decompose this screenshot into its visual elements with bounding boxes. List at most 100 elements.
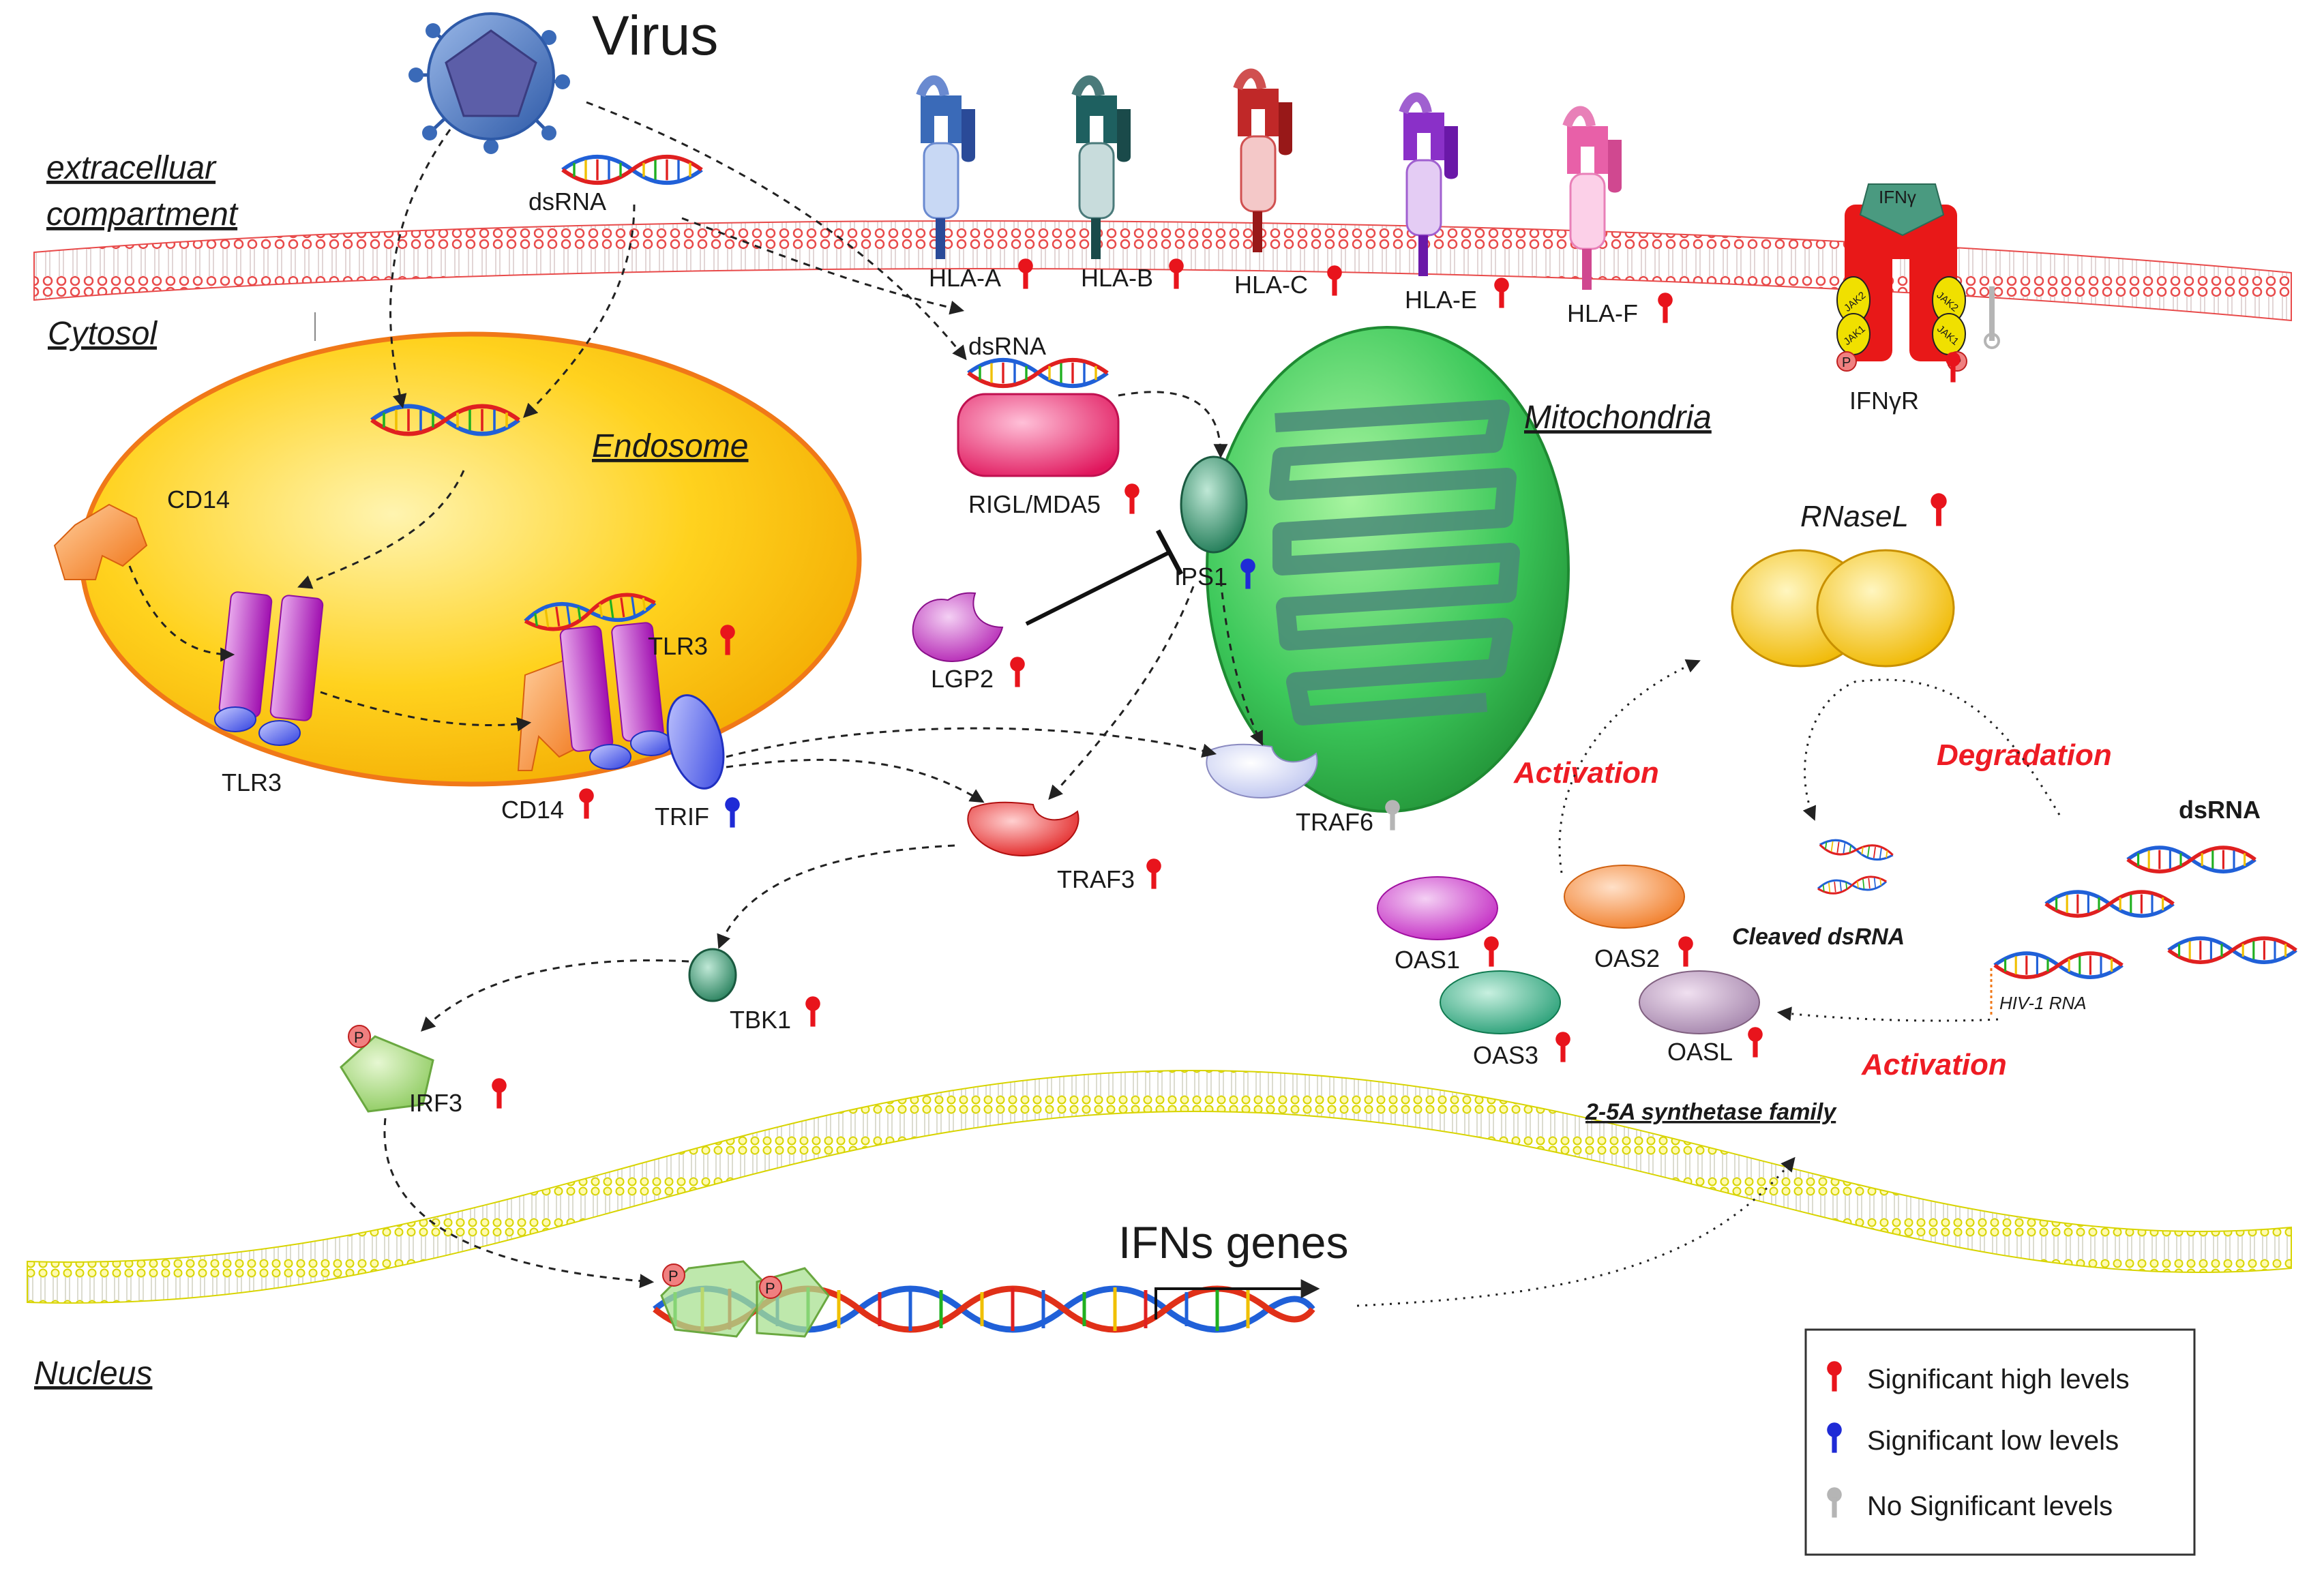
lgp2-label: LGP2 <box>931 665 994 693</box>
traf6-none-marker <box>1385 800 1400 831</box>
traf6-label: TRAF6 <box>1296 808 1373 836</box>
ifn-gene-dna: P P <box>653 1260 1320 1338</box>
hla-e-high-marker <box>1494 278 1509 308</box>
oas3-high-marker <box>1555 1032 1570 1062</box>
legend-high-label: Significant high levels <box>1867 1364 2130 1394</box>
plasma-membrane <box>33 220 2292 322</box>
legend-low-label: Significant low levels <box>1867 1426 2119 1456</box>
tlr3-right-label: TLR3 <box>648 632 708 660</box>
oasl-high-marker <box>1748 1027 1763 1058</box>
dna-p-label-2: P <box>765 1280 775 1297</box>
cd14-bottom-label: CD14 <box>501 796 564 824</box>
hla-c-label: HLA-C <box>1234 271 1308 299</box>
rigl-mda5 <box>957 393 1120 477</box>
dsrna-cluster <box>1990 848 2296 1016</box>
trif-low-marker <box>725 797 740 828</box>
hla-b-receptor <box>1071 75 1131 259</box>
hla-a-high-marker <box>1018 258 1033 289</box>
dsrna-helix-rig <box>968 360 1107 386</box>
extracellular-label-2: compartment <box>46 196 239 233</box>
mitochondria-label: Mitochondria <box>1524 400 1712 436</box>
tbk1-high-marker <box>805 996 820 1027</box>
oas3 <box>1440 970 1561 1034</box>
endosome <box>79 331 862 787</box>
trif-label: TRIF <box>655 803 709 831</box>
lgp2 <box>912 592 1004 662</box>
traf3 <box>967 801 1079 857</box>
ifns-genes-label: IFNs genes <box>1118 1217 1348 1268</box>
nuclear-membrane <box>27 1069 2292 1304</box>
oas1-label: OAS1 <box>1395 946 1460 974</box>
oas1-high-marker <box>1484 936 1499 967</box>
hla-f-high-marker <box>1658 293 1673 323</box>
irf3 <box>340 1035 434 1113</box>
activation-bottom-label: Activation <box>1861 1048 2007 1081</box>
hla-a-receptor <box>916 75 975 259</box>
legend-none-label: No Significant levels <box>1867 1491 2113 1521</box>
transcription-start-arrow <box>1154 1279 1320 1319</box>
hla-c-high-marker <box>1327 265 1342 296</box>
oas2-label: OAS2 <box>1594 944 1660 972</box>
hla-e-receptor <box>1399 92 1458 276</box>
oasl-label: OASL <box>1667 1038 1733 1066</box>
rnasel <box>1731 549 1955 668</box>
legend: Significant high levels Significant low … <box>1804 1328 2196 1556</box>
cd14-top <box>53 503 148 580</box>
virus-title: Virus <box>592 5 718 67</box>
oasl <box>1639 970 1760 1034</box>
extracellular-label-1: extracelluar <box>46 150 217 186</box>
hla-f-label: HLA-F <box>1567 299 1638 327</box>
tlr3-right <box>517 590 672 771</box>
hla-b-high-marker <box>1169 258 1184 289</box>
hiv-rna-label: HIV-1 RNA <box>1999 993 2087 1013</box>
trif <box>666 694 725 790</box>
oas3-label: OAS3 <box>1473 1041 1538 1069</box>
endosome-label: Endosome <box>592 428 748 464</box>
hla-b-label: HLA-B <box>1081 264 1153 292</box>
lgp2-inhibits-ips1 <box>1025 550 1171 626</box>
dsrna-right-label: dsRNA <box>2179 796 2261 824</box>
tbk1 <box>688 948 737 1002</box>
ifngr-p-left: P <box>1842 355 1851 370</box>
ifngr-receptor: IFNγ JAK2 JAK1 JAK2 JAK1 P P <box>1836 183 2000 372</box>
irf3-label: IRF3 <box>409 1089 462 1117</box>
ifngr-label: IFNγR <box>1849 387 1919 415</box>
tbk1-label: TBK1 <box>730 1006 791 1034</box>
synthetase-family-label: 2-5A synthetase family <box>1585 1099 1837 1125</box>
oas2-high-marker <box>1678 936 1693 967</box>
lgp2-high-marker <box>1010 657 1025 687</box>
virus-icon <box>408 12 570 154</box>
ifng-label: IFNγ <box>1879 187 1916 207</box>
irf3-p-label: P <box>354 1029 364 1046</box>
cleaved-dsrna-fragments <box>1816 837 1895 897</box>
activation-top-label: Activation <box>1513 756 1659 790</box>
rnasel-high-marker <box>1931 493 1947 526</box>
hla-f-receptor <box>1562 106 1622 290</box>
irf3-high-marker <box>492 1078 507 1109</box>
rigl-high-marker <box>1124 483 1139 514</box>
pathway-arrows <box>128 101 2061 1307</box>
ips1-label: IPS1 <box>1174 563 1227 590</box>
tlr3-left-label: TLR3 <box>222 768 282 796</box>
cd14-high-marker <box>579 788 594 819</box>
hla-a-label: HLA-A <box>929 264 1001 292</box>
dsrna-helix-top <box>563 157 702 183</box>
cd14-top-label: CD14 <box>167 485 230 513</box>
hla-e-label: HLA-E <box>1405 286 1477 314</box>
hla-c-receptor <box>1233 68 1292 252</box>
cytosol-label: Cytosol <box>48 316 158 352</box>
dsrna-label-top: dsRNA <box>528 188 606 215</box>
rigl-label: RIGL/MDA5 <box>968 490 1101 518</box>
dsrna-label-rig: dsRNA <box>968 332 1046 360</box>
traf3-label: TRAF3 <box>1057 865 1135 893</box>
tlr3-left <box>214 591 324 746</box>
oas1 <box>1377 876 1498 940</box>
dna-p-label-1: P <box>668 1268 679 1285</box>
oas2 <box>1564 865 1685 929</box>
rnasel-label: RNaseL <box>1800 500 1909 533</box>
cleaved-dsrna-label: Cleaved dsRNA <box>1732 924 1905 950</box>
degradation-label: Degradation <box>1937 738 2112 772</box>
mitochondria <box>1206 326 1570 813</box>
